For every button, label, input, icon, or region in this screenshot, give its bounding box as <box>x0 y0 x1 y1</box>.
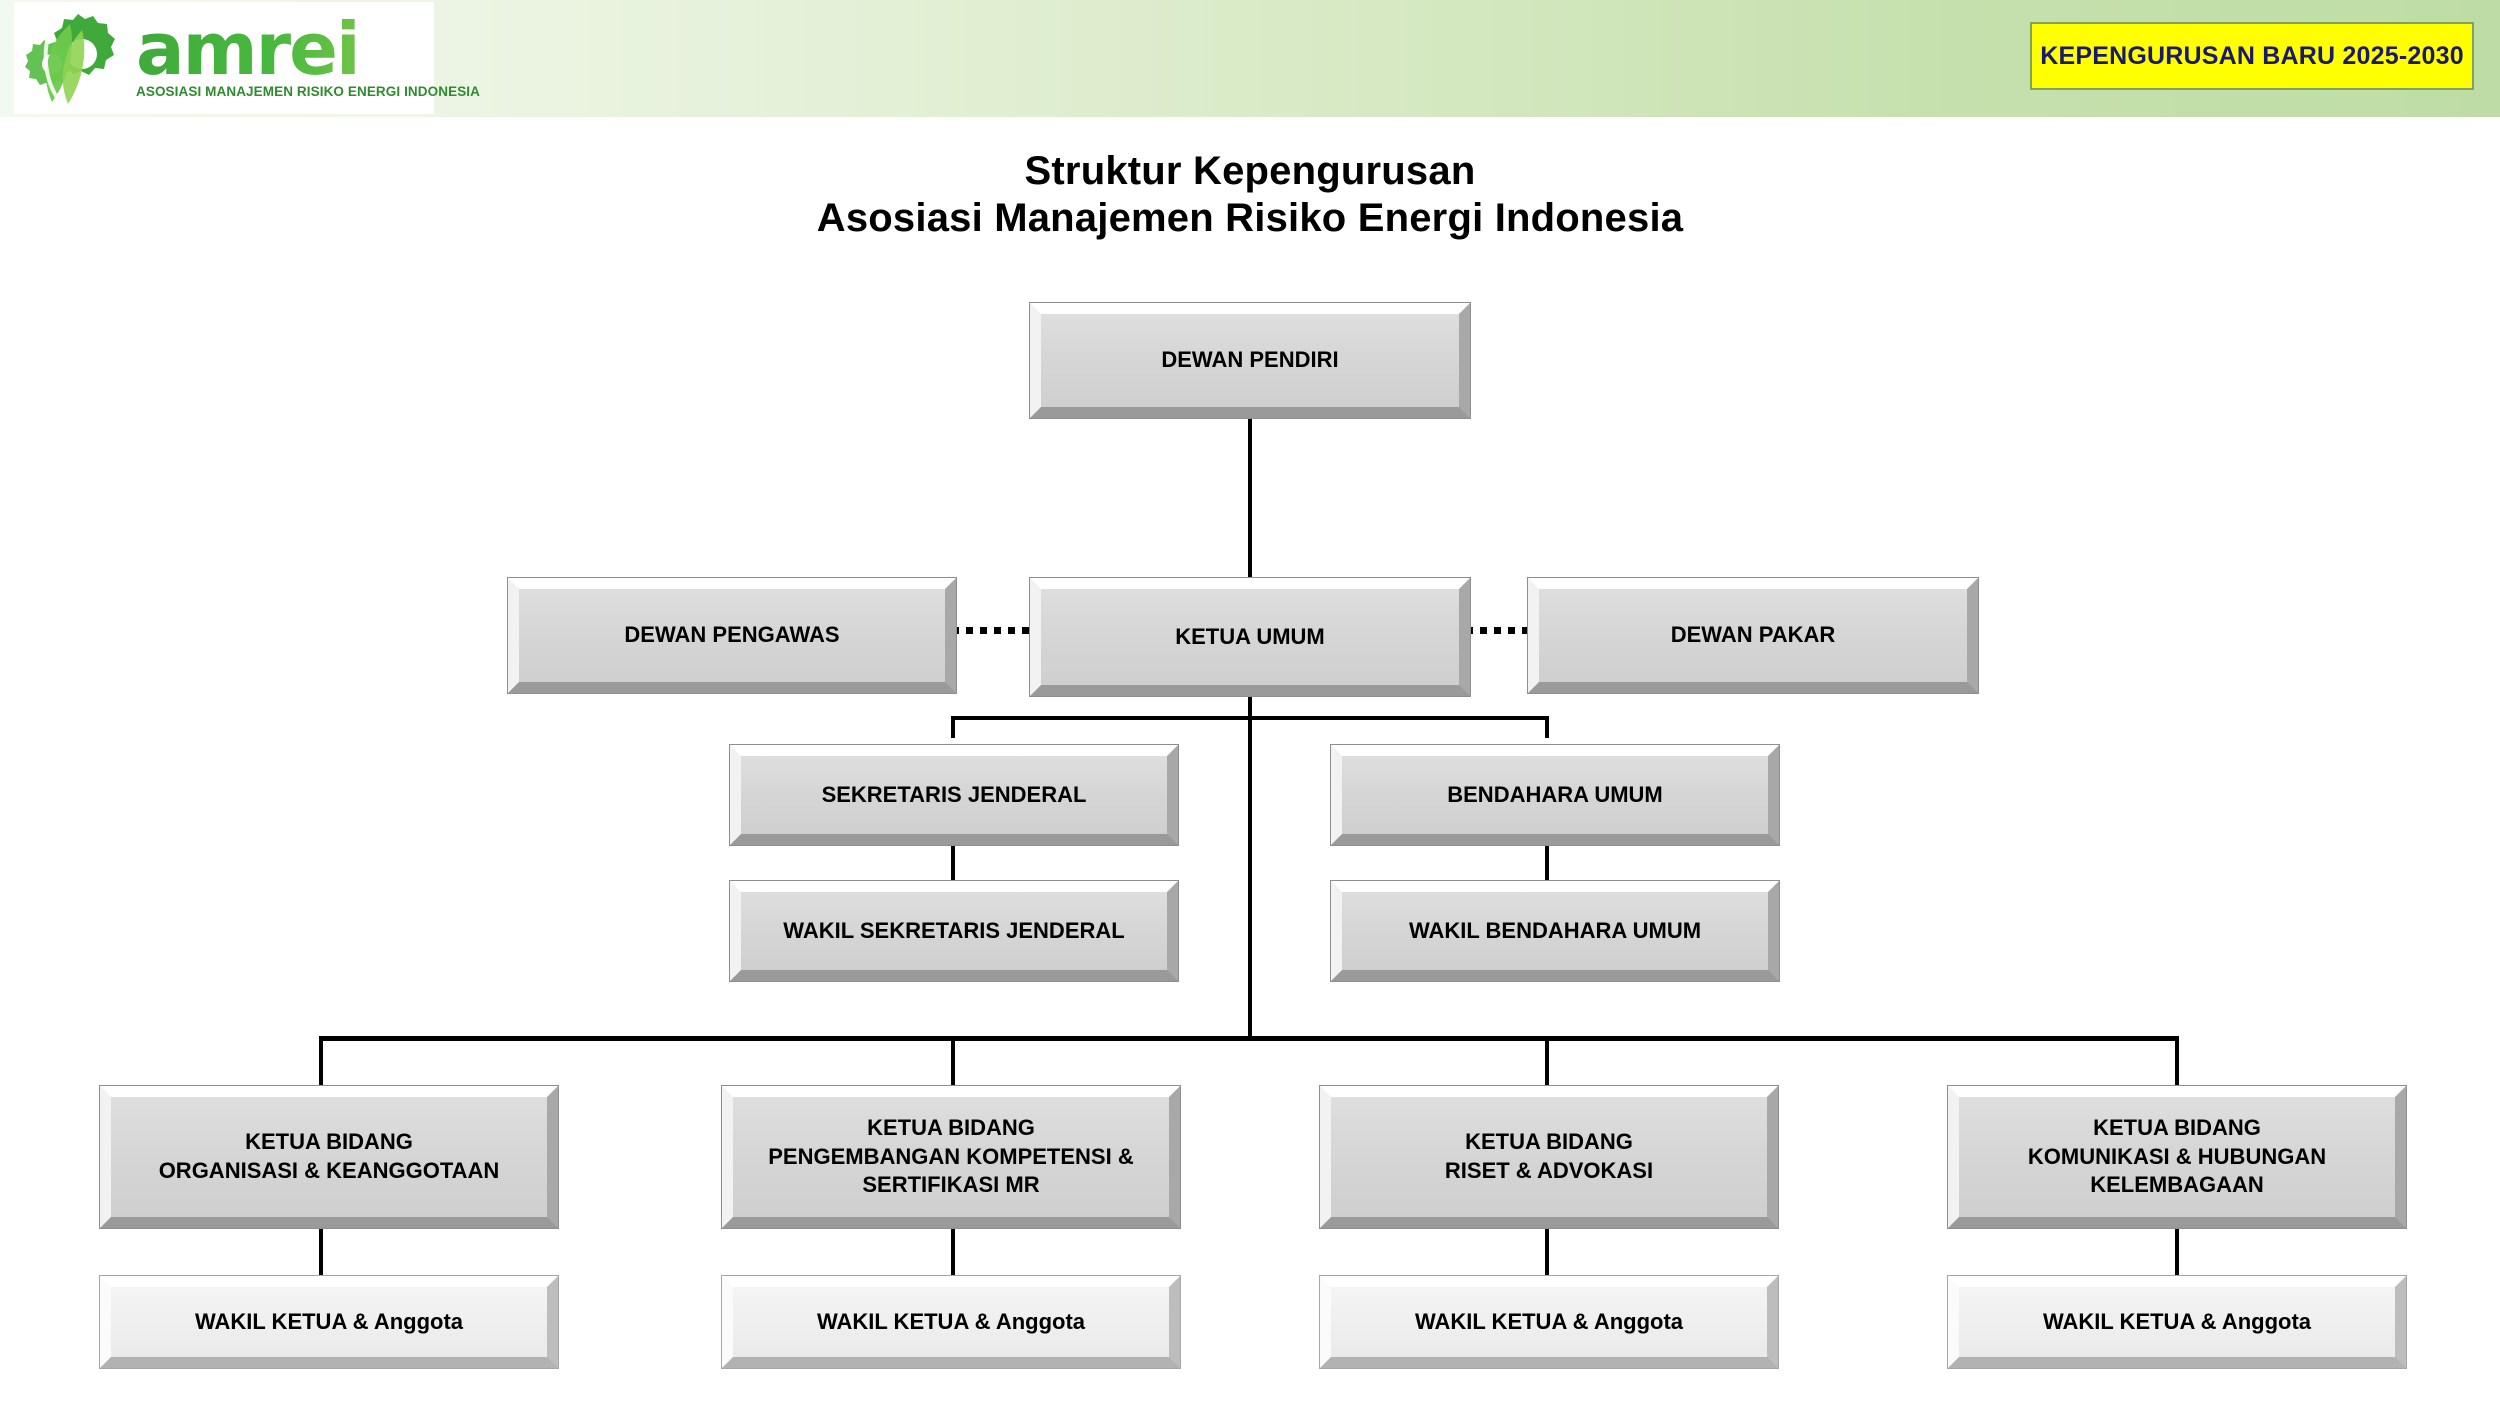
node-label: BENDAHARA UMUM <box>1447 781 1663 807</box>
page-title: Struktur Kepengurusan Asosiasi Manajemen… <box>0 148 2500 242</box>
node-dewan-pengawas[interactable]: DEWAN PENGAWAS <box>507 577 957 694</box>
node-dewan-pakar[interactable]: DEWAN PAKAR <box>1527 577 1979 694</box>
connector-to-bendahara <box>1545 716 1549 738</box>
node-label: WAKIL KETUA & Anggota <box>1414 1308 1684 1334</box>
node-label-line2: KOMUNIKASI & HUBUNGAN <box>2027 1143 2327 1169</box>
connector-to-bidang-4 <box>2175 1036 2179 1086</box>
connector-bendahara-to-wakil <box>1545 846 1549 882</box>
node-ketua-umum[interactable]: KETUA UMUM <box>1029 577 1471 697</box>
node-label-line1: KETUA BIDANG <box>245 1129 413 1155</box>
node-bidang-komunikasi[interactable]: KETUA BIDANG KOMUNIKASI & HUBUNGAN KELEM… <box>1947 1085 2407 1229</box>
node-wakil-ketua-komunikasi[interactable]: WAKIL KETUA & Anggota <box>1947 1275 2407 1369</box>
connector-to-bidang-3 <box>1545 1036 1549 1086</box>
connector-pakar-dotted <box>1466 627 1548 634</box>
node-wakil-bendahara-umum[interactable]: WAKIL BENDAHARA UMUM <box>1330 880 1780 982</box>
connector-sekjen-to-wakil <box>951 846 955 882</box>
logo-tagline: ASOSIASI MANAJEMEN RISIKO ENERGI INDONES… <box>136 83 480 99</box>
connector-bidang-bar <box>319 1036 2179 1041</box>
gear-leaf-logo-icon <box>25 14 115 106</box>
node-label: WAKIL SEKRETARIS JENDERAL <box>783 917 1125 943</box>
page-title-line2: Asosiasi Manajemen Risiko Energi Indones… <box>816 196 1684 241</box>
node-label-line2: PENGEMBANGAN KOMPETENSI & <box>768 1143 1134 1169</box>
connector-staff-bar <box>951 716 1549 720</box>
logo-text: amrei ASOSIASI MANAJEMEN RISIKO ENERGI I… <box>136 13 480 99</box>
period-badge: KEPENGURUSAN BARU 2025-2030 <box>2030 22 2474 90</box>
connector-to-sekjen <box>951 716 955 738</box>
logo: amrei ASOSIASI MANAJEMEN RISIKO ENERGI I… <box>14 2 480 114</box>
node-label: DEWAN PAKAR <box>1670 622 1836 648</box>
period-badge-label: KEPENGURUSAN BARU 2025-2030 <box>2040 41 2464 70</box>
node-label-line1: KETUA BIDANG <box>2093 1115 2261 1141</box>
node-label: KETUA UMUM <box>1175 623 1325 649</box>
node-label-line3: KELEMBAGAAN <box>2090 1172 2264 1198</box>
logo-wordmark: amrei <box>136 13 480 85</box>
node-wakil-ketua-organisasi[interactable]: WAKIL KETUA & Anggota <box>99 1275 559 1369</box>
header-band: amrei ASOSIASI MANAJEMEN RISIKO ENERGI I… <box>0 0 2500 117</box>
node-wakil-sekretaris-jenderal[interactable]: WAKIL SEKRETARIS JENDERAL <box>729 880 1179 982</box>
connector-bidang3-to-deputy <box>1545 1228 1549 1276</box>
node-label-line1: KETUA BIDANG <box>867 1115 1035 1141</box>
node-wakil-ketua-riset[interactable]: WAKIL KETUA & Anggota <box>1319 1275 1779 1369</box>
node-bidang-riset[interactable]: KETUA BIDANG RISET & ADVOKASI <box>1319 1085 1779 1229</box>
node-wakil-ketua-kompetensi[interactable]: WAKIL KETUA & Anggota <box>721 1275 1181 1369</box>
node-label: DEWAN PENDIRI <box>1161 347 1339 373</box>
node-label-line2: ORGANISASI & KEANGGOTAAN <box>158 1158 500 1183</box>
node-label-line3: SERTIFIKASI MR <box>862 1172 1040 1198</box>
connector-pengawas-dotted <box>952 627 1034 634</box>
node-label: DEWAN PENGAWAS <box>624 622 840 648</box>
node-dewan-pendiri[interactable]: DEWAN PENDIRI <box>1029 302 1471 419</box>
node-label: SEKRETARIS JENDERAL <box>821 781 1087 807</box>
connector-ketua-trunk <box>1248 680 1252 1040</box>
connector-to-bidang-1 <box>319 1036 323 1086</box>
page-title-line1: Struktur Kepengurusan <box>1024 149 1476 193</box>
node-label: WAKIL BENDAHARA UMUM <box>1408 917 1702 943</box>
node-label-line2: RISET & ADVOKASI <box>1444 1158 1654 1183</box>
connector-to-bidang-2 <box>951 1036 955 1086</box>
node-bidang-kompetensi[interactable]: KETUA BIDANG PENGEMBANGAN KOMPETENSI & S… <box>721 1085 1181 1229</box>
node-sekretaris-jenderal[interactable]: SEKRETARIS JENDERAL <box>729 744 1179 846</box>
node-bidang-organisasi[interactable]: KETUA BIDANG ORGANISASI & KEANGGOTAAN <box>99 1085 559 1229</box>
node-label: WAKIL KETUA & Anggota <box>194 1308 464 1334</box>
node-label: WAKIL KETUA & Anggota <box>2042 1308 2312 1334</box>
node-label: WAKIL KETUA & Anggota <box>816 1308 1086 1334</box>
connector-pendiri-to-ketua <box>1248 418 1252 580</box>
node-label-line1: KETUA BIDANG <box>1465 1129 1633 1155</box>
node-bendahara-umum[interactable]: BENDAHARA UMUM <box>1330 744 1780 846</box>
connector-bidang4-to-deputy <box>2175 1228 2179 1276</box>
connector-bidang1-to-deputy <box>319 1228 323 1276</box>
connector-bidang2-to-deputy <box>951 1228 955 1276</box>
